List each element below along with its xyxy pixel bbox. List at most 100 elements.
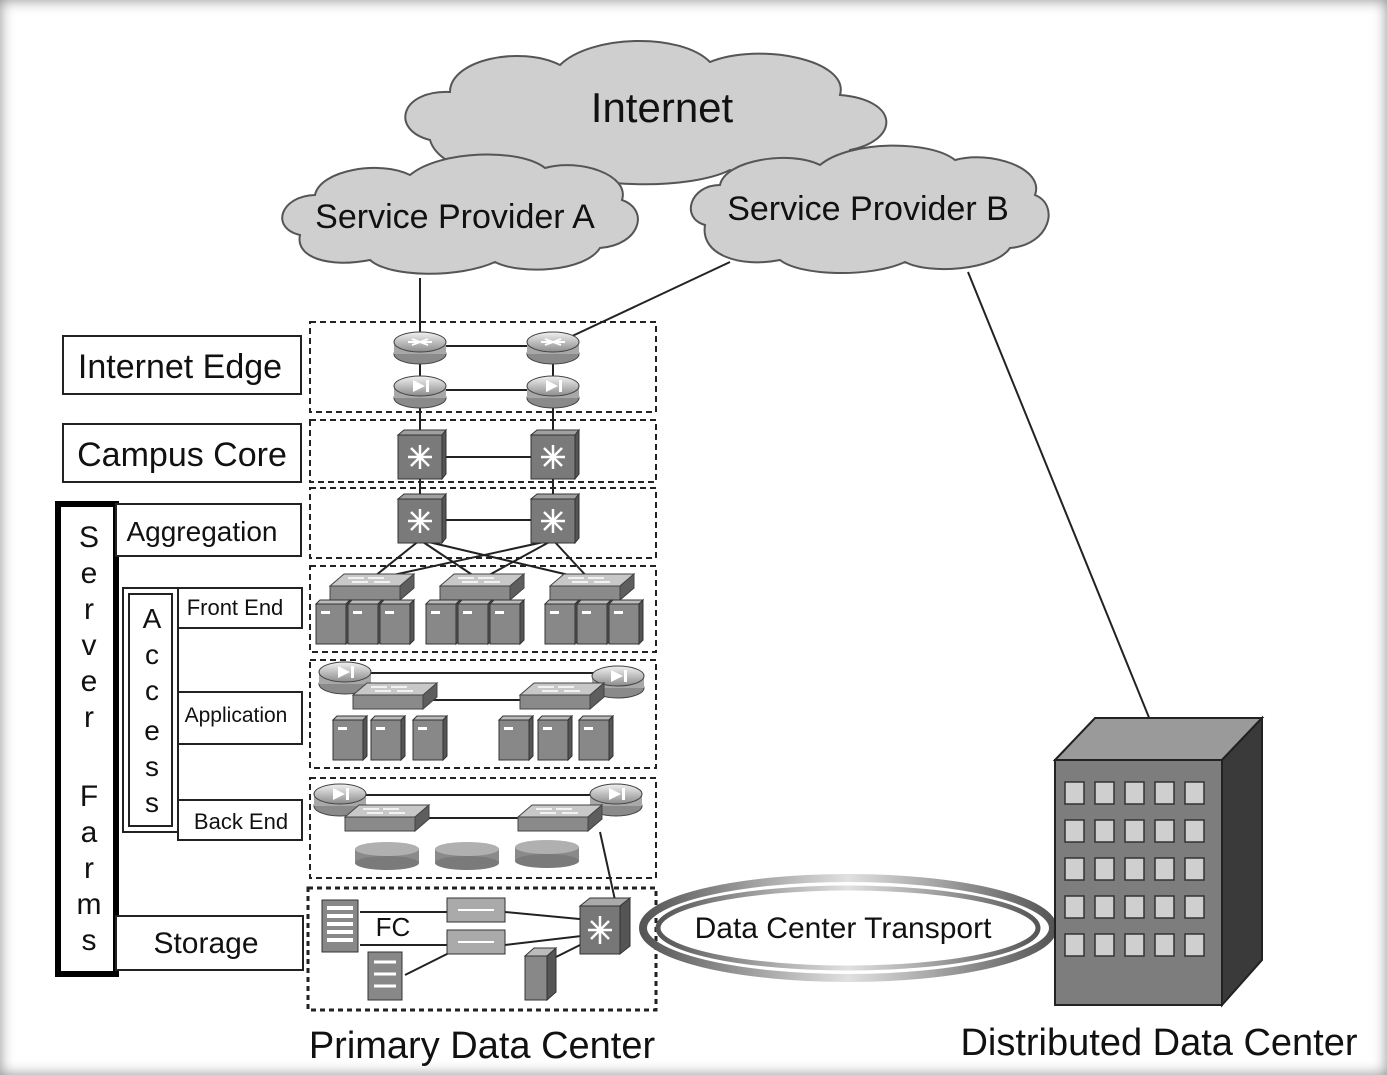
svg-text:e: e bbox=[81, 665, 98, 698]
application-devices bbox=[318, 661, 645, 761]
be-switch-right bbox=[517, 804, 603, 832]
service-provider-a-label: Service Provider A bbox=[315, 198, 595, 236]
svg-text:s: s bbox=[82, 924, 97, 957]
core-devices bbox=[396, 428, 581, 481]
svg-text:S: S bbox=[79, 521, 99, 554]
be-database bbox=[435, 842, 499, 870]
back-end-label: Back End bbox=[194, 809, 288, 834]
svg-text:e: e bbox=[144, 715, 160, 746]
fe-switch-2 bbox=[439, 573, 525, 601]
primary-data-center-caption: Primary Data Center bbox=[309, 1025, 656, 1067]
front-end-devices bbox=[315, 573, 644, 645]
access-box-inner bbox=[128, 593, 173, 827]
distributed-data-center-building bbox=[1052, 715, 1265, 1008]
fe-switch-1 bbox=[329, 573, 415, 601]
front-end-label: Front End bbox=[187, 595, 284, 620]
server-farms-box bbox=[55, 501, 119, 977]
internet-label: Internet bbox=[591, 84, 734, 131]
fe-server bbox=[457, 599, 493, 645]
frame-campus-core bbox=[309, 419, 657, 483]
svg-text:m: m bbox=[77, 888, 102, 921]
edge-router-left bbox=[393, 331, 447, 365]
mainframe-icon bbox=[523, 946, 558, 1002]
storage-array-icon bbox=[321, 899, 359, 953]
edge-firewall-left bbox=[393, 375, 447, 409]
fe-server bbox=[489, 599, 525, 645]
fe-server bbox=[315, 599, 351, 645]
building-windows bbox=[1064, 781, 1205, 957]
svg-text:s: s bbox=[145, 751, 159, 782]
svg-text:r: r bbox=[84, 852, 94, 885]
app-server bbox=[412, 715, 448, 761]
core-switch-right bbox=[529, 428, 581, 481]
service-provider-b-cloud: Service Provider B bbox=[689, 144, 1050, 274]
fe-server bbox=[544, 599, 580, 645]
frame-front-end bbox=[309, 565, 657, 653]
optical-switch-icon bbox=[578, 896, 632, 956]
app-server bbox=[332, 715, 368, 761]
internet-edge-box bbox=[62, 335, 302, 395]
distributed-data-center-caption: Distributed Data Center bbox=[960, 1022, 1357, 1064]
back-end-box bbox=[177, 799, 303, 841]
internet-edge-devices bbox=[393, 331, 580, 409]
layer-labels: Internet Edge Campus Core S e r v e r F … bbox=[55, 335, 304, 977]
agg-switch-left bbox=[396, 492, 448, 545]
fe-switch-3 bbox=[549, 573, 635, 601]
aggregation-label: Aggregation bbox=[126, 516, 277, 547]
application-box bbox=[177, 691, 303, 745]
core-switch-left bbox=[396, 428, 448, 481]
aggregation-box bbox=[115, 503, 302, 557]
app-switch-right bbox=[519, 682, 605, 710]
be-switch-left bbox=[344, 804, 430, 832]
storage-label: Storage bbox=[153, 927, 258, 960]
edge-firewall-right bbox=[526, 375, 580, 409]
svg-text:A: A bbox=[143, 603, 162, 634]
internet-edge-label: Internet Edge bbox=[78, 348, 282, 386]
svg-text:r: r bbox=[84, 701, 94, 734]
campus-core-box bbox=[62, 423, 302, 483]
fe-server bbox=[425, 599, 461, 645]
application-label: Application bbox=[185, 704, 288, 727]
svg-text:s: s bbox=[145, 787, 159, 818]
aggregation-devices bbox=[396, 492, 581, 545]
svg-text:e: e bbox=[81, 557, 98, 590]
link-provider-b-distributed bbox=[967, 271, 1151, 721]
service-provider-a-cloud: Service Provider A bbox=[281, 153, 639, 275]
app-server bbox=[370, 715, 406, 761]
frame-aggregation bbox=[309, 487, 657, 559]
fc-switch-icon bbox=[446, 897, 506, 955]
internet-cloud: Internet bbox=[404, 40, 888, 186]
svg-text:c: c bbox=[145, 675, 159, 706]
svg-text:v: v bbox=[82, 629, 97, 662]
be-database bbox=[515, 840, 579, 868]
frame-application bbox=[309, 659, 657, 769]
app-switch-left bbox=[352, 682, 438, 710]
front-end-box bbox=[177, 587, 303, 629]
storage-box bbox=[115, 915, 304, 971]
back-end-devices bbox=[313, 783, 643, 870]
app-server bbox=[537, 715, 573, 761]
transport-label: Data Center Transport bbox=[695, 912, 992, 945]
service-provider-b-label: Service Provider B bbox=[727, 190, 1009, 228]
link-provider-b bbox=[567, 261, 731, 339]
storage-devices: FC bbox=[321, 896, 632, 1002]
fe-server bbox=[576, 599, 612, 645]
svg-text:r: r bbox=[84, 593, 94, 626]
svg-text:c: c bbox=[145, 639, 159, 670]
fc-label: FC bbox=[376, 912, 411, 942]
fe-server bbox=[608, 599, 644, 645]
fe-server bbox=[379, 599, 415, 645]
data-center-transport-ring: Data Center Transport bbox=[639, 874, 1057, 982]
app-server bbox=[578, 715, 614, 761]
server-farms-label: S e r v e r F a r m s bbox=[77, 521, 102, 957]
tape-library-icon bbox=[367, 951, 403, 1001]
app-server bbox=[498, 715, 534, 761]
frame-internet-edge bbox=[309, 321, 657, 413]
fe-server bbox=[347, 599, 383, 645]
svg-text:F: F bbox=[80, 780, 98, 813]
access-label: A c c e s s bbox=[143, 603, 162, 818]
campus-core-label: Campus Core bbox=[77, 436, 287, 474]
access-box-outer bbox=[122, 587, 179, 833]
